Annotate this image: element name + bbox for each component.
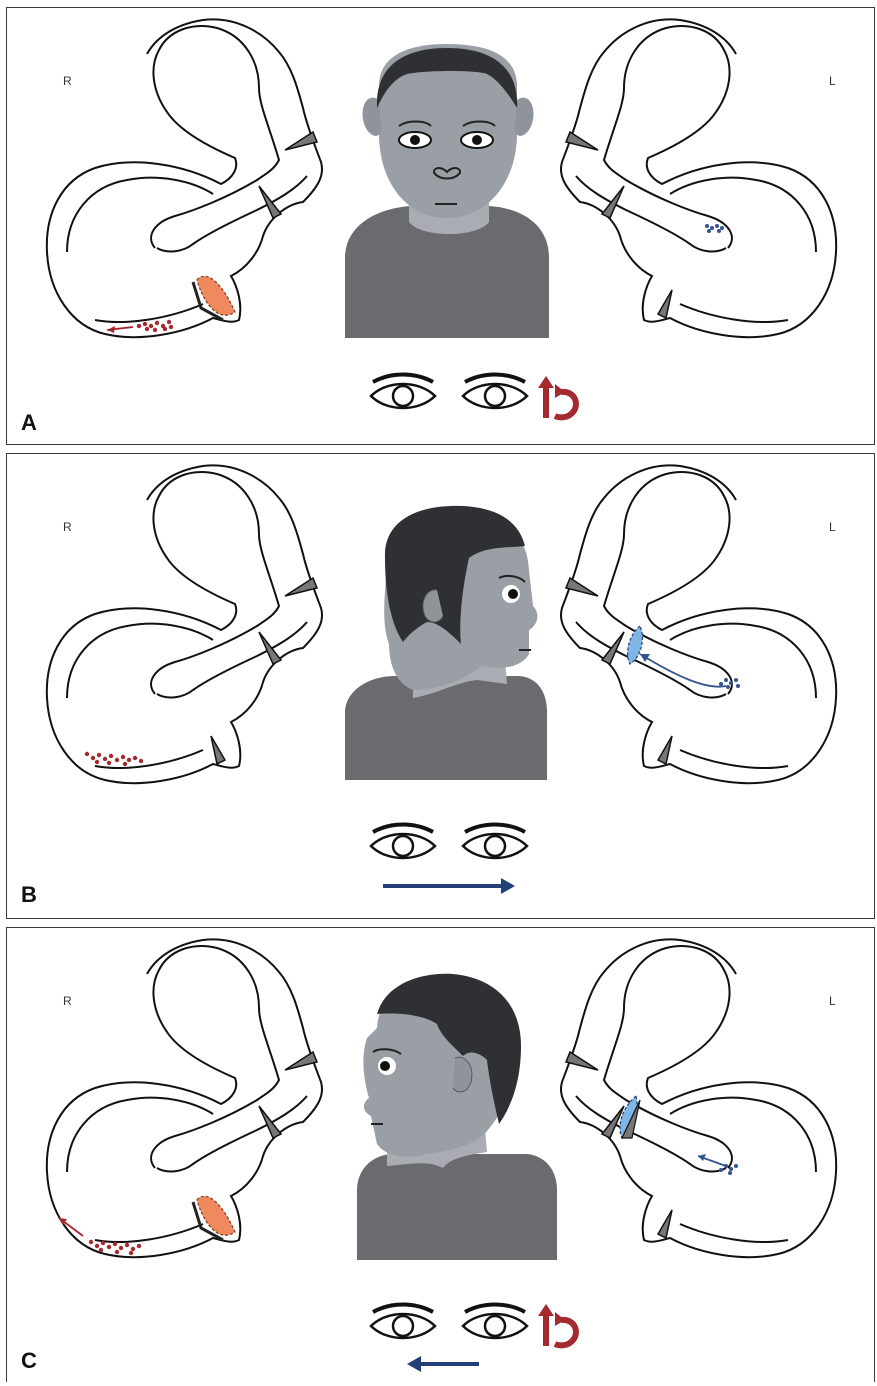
- head-icon-turned-right: [345, 506, 547, 780]
- eyes-row: [371, 825, 527, 895]
- direction-arrow-icon: [407, 1356, 479, 1372]
- panel-a-illustration: [7, 8, 875, 445]
- panel-b-illustration: [7, 454, 875, 919]
- eye-icon: [371, 375, 435, 409]
- panel-c: R L: [6, 927, 875, 1382]
- eyes-row: [371, 375, 576, 419]
- right-inner-ear-icon: [47, 19, 322, 337]
- eye-icon: [371, 1305, 435, 1339]
- panel-a: R L: [6, 7, 875, 445]
- left-inner-ear-icon: [561, 939, 836, 1257]
- torsion-arrow-icon: [538, 376, 576, 418]
- panel-b: R L: [6, 453, 875, 919]
- otolith-cluster: [137, 320, 173, 332]
- eye-icon: [463, 825, 527, 859]
- eye-icon: [463, 1305, 527, 1339]
- eyes-row: [371, 1304, 576, 1372]
- head-icon-turned-left: [357, 974, 557, 1260]
- left-inner-ear-icon: [561, 19, 836, 337]
- panel-label: C: [21, 1348, 37, 1374]
- otolith-cluster: [85, 752, 143, 766]
- right-inner-ear-icon: [47, 939, 322, 1257]
- eye-icon: [371, 825, 435, 859]
- torsion-arrow-icon: [538, 1304, 576, 1346]
- right-inner-ear-icon: [47, 465, 322, 783]
- left-inner-ear-icon: [561, 465, 836, 783]
- panel-c-illustration: [7, 928, 875, 1382]
- eye-icon: [463, 375, 527, 409]
- head-icon-front: [345, 44, 549, 338]
- direction-arrow-icon: [383, 878, 515, 894]
- panel-label: B: [21, 882, 37, 908]
- panel-label: A: [21, 410, 37, 436]
